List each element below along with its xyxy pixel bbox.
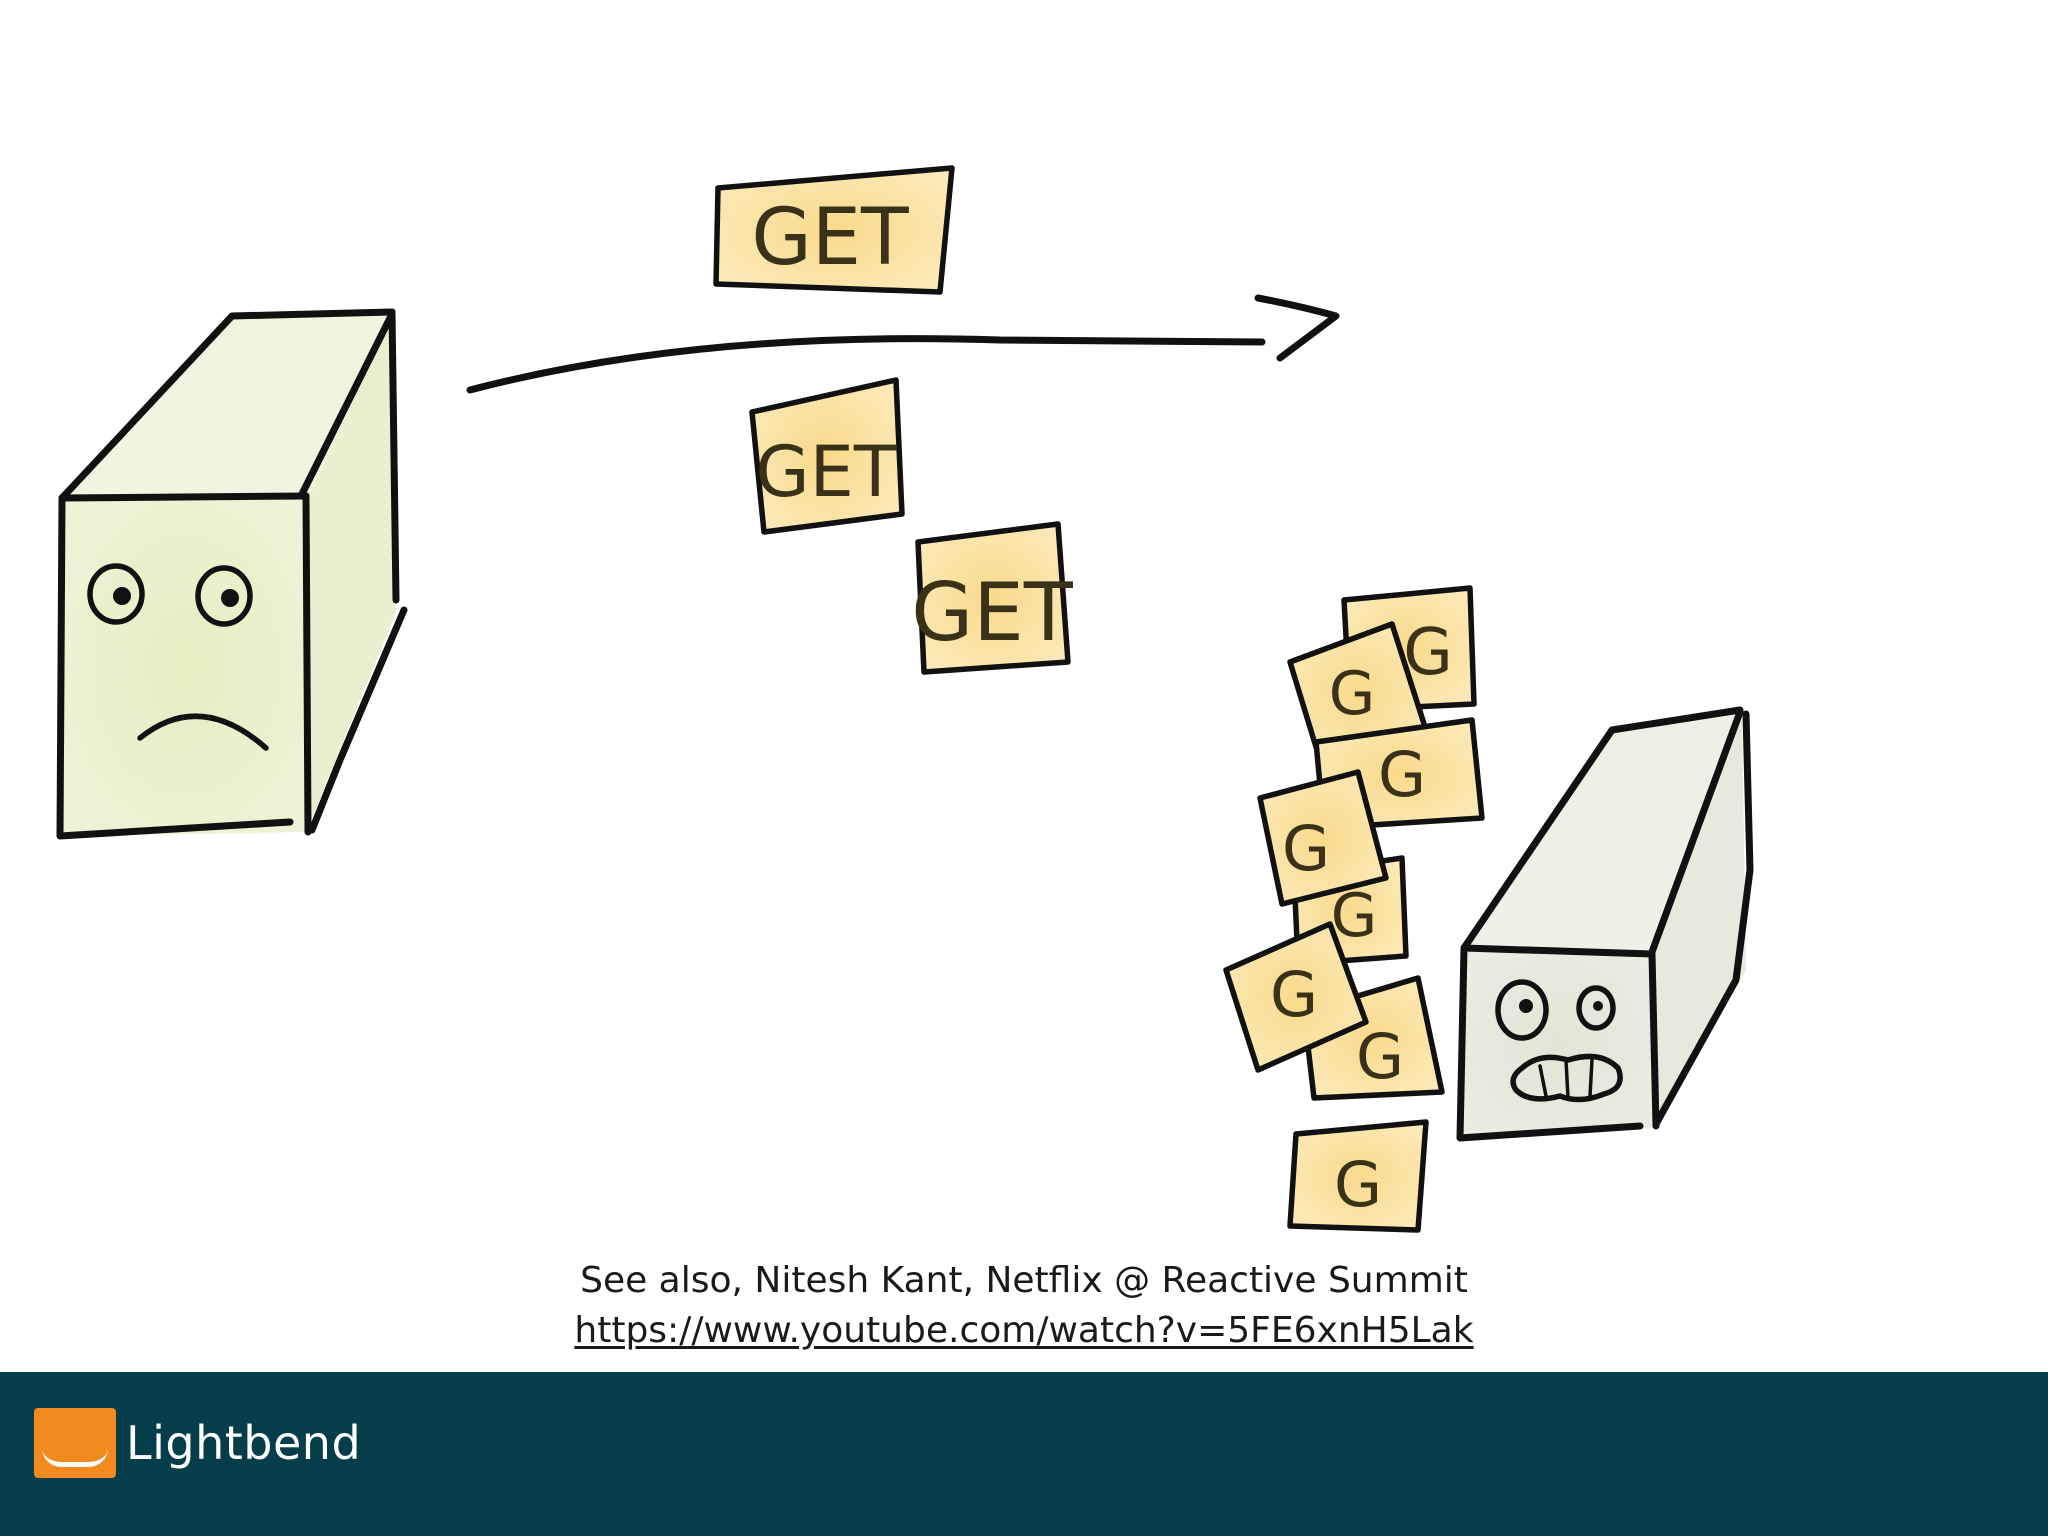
g-label: G bbox=[1282, 812, 1330, 885]
queued-note: G bbox=[1287, 1119, 1429, 1233]
queued-request-pile: G G G G G bbox=[1223, 585, 1485, 1233]
get-label: GET bbox=[755, 431, 896, 513]
g-label: G bbox=[1378, 738, 1426, 811]
get-label: GET bbox=[911, 566, 1074, 659]
get-request-note: GET bbox=[911, 521, 1074, 675]
footer-bar bbox=[0, 1372, 2048, 1536]
lightbend-logo-icon bbox=[34, 1408, 116, 1478]
request-arrow bbox=[466, 294, 1340, 394]
queued-note: G bbox=[1223, 921, 1369, 1073]
video-link[interactable]: https://www.youtube.com/watch?v=5FE6xnH5… bbox=[574, 1310, 1474, 1351]
queued-note: G bbox=[1257, 769, 1389, 907]
caption-reference: See also, Nitesh Kant, Netflix @ Reactiv… bbox=[580, 1260, 1468, 1301]
client-box bbox=[56, 308, 408, 840]
get-request-note: GET bbox=[713, 165, 955, 295]
caption: See also, Nitesh Kant, Netflix @ Reactiv… bbox=[0, 1256, 2048, 1356]
g-label: G bbox=[1270, 958, 1318, 1031]
scared-face bbox=[1495, 979, 1623, 1103]
g-label: G bbox=[1329, 659, 1376, 729]
sad-face bbox=[87, 563, 269, 751]
brand-name: Lightbend bbox=[126, 1416, 362, 1470]
queued-note: G bbox=[1287, 621, 1429, 763]
server-box bbox=[1456, 706, 1754, 1142]
backpressure-illustration: GET GET GET G G bbox=[56, 165, 1754, 1233]
get-label: GET bbox=[751, 193, 909, 283]
g-label: G bbox=[1356, 1020, 1404, 1093]
g-label: G bbox=[1334, 1148, 1382, 1221]
get-request-note: GET bbox=[749, 377, 905, 535]
